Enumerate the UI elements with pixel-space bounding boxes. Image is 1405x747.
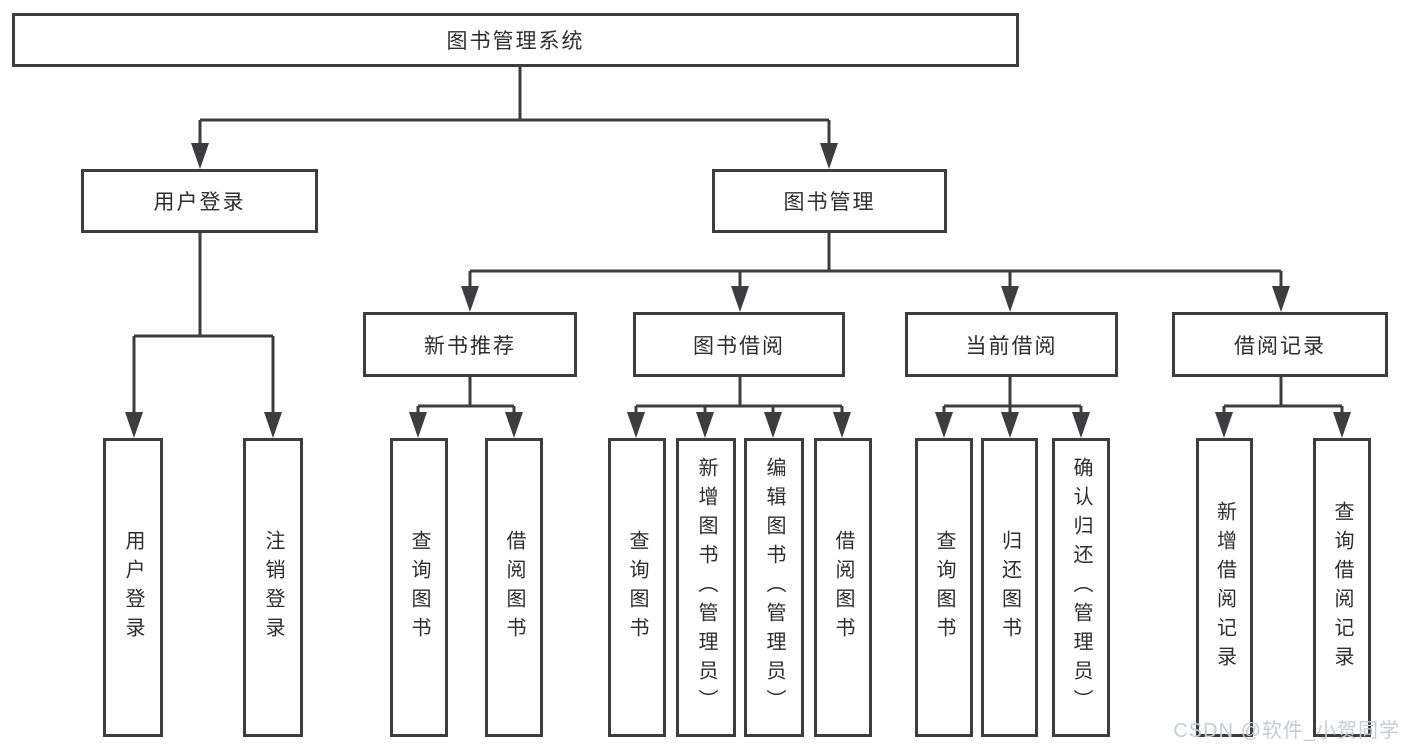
leaf-user-login: 用户登录	[103, 438, 163, 737]
leaf-query-books-current: 查询图书	[915, 438, 973, 737]
leaf-confirm-return-admin: 确认归还（管理员）	[1052, 438, 1110, 737]
node-user-login: 用户登录	[81, 169, 318, 233]
node-new-book-recommend: 新书推荐	[363, 312, 577, 377]
leaf-label: 查询借阅记录	[1331, 500, 1353, 675]
leaf-label: 查询图书	[933, 529, 955, 646]
leaf-label: 确认归还（管理员）	[1070, 457, 1092, 718]
node-book-borrow: 图书借阅	[633, 312, 845, 377]
leaf-label: 用户登录	[122, 529, 144, 646]
node-book-management: 图书管理	[712, 169, 947, 233]
leaf-logout: 注销登录	[243, 438, 303, 737]
leaf-label: 编辑图书（管理员）	[763, 457, 785, 718]
leaf-label: 借阅图书	[832, 529, 854, 646]
leaf-label: 新增图书（管理员）	[695, 457, 717, 718]
leaf-query-borrow-record: 查询借阅记录	[1313, 438, 1371, 737]
arrowheads	[125, 143, 1351, 438]
node-borrow-records: 借阅记录	[1172, 312, 1388, 377]
leaf-return-books: 归还图书	[981, 438, 1038, 737]
leaf-add-books-admin: 新增图书（管理员）	[676, 438, 736, 737]
leaf-label: 新增借阅记录	[1213, 500, 1236, 675]
leaf-label: 注销登录	[262, 529, 284, 646]
leaf-label: 归还图书	[998, 529, 1021, 646]
leaf-add-borrow-record: 新增借阅记录	[1196, 438, 1253, 737]
leaf-label: 借阅图书	[503, 529, 525, 646]
leaf-edit-books-admin: 编辑图书（管理员）	[744, 438, 804, 737]
leaf-label: 查询图书	[626, 529, 648, 646]
watermark: CSDN @软件_小贺同学	[1173, 720, 1400, 742]
leaf-query-books-recommend: 查询图书	[390, 438, 448, 737]
node-current-borrow: 当前借阅	[905, 312, 1118, 377]
leaf-query-books-borrow: 查询图书	[608, 438, 666, 737]
leaf-label: 查询图书	[408, 529, 430, 646]
leaf-borrow-books-recommend: 借阅图书	[485, 438, 543, 737]
node-root: 图书管理系统	[12, 13, 1019, 67]
leaf-borrow-books: 借阅图书	[814, 438, 872, 737]
